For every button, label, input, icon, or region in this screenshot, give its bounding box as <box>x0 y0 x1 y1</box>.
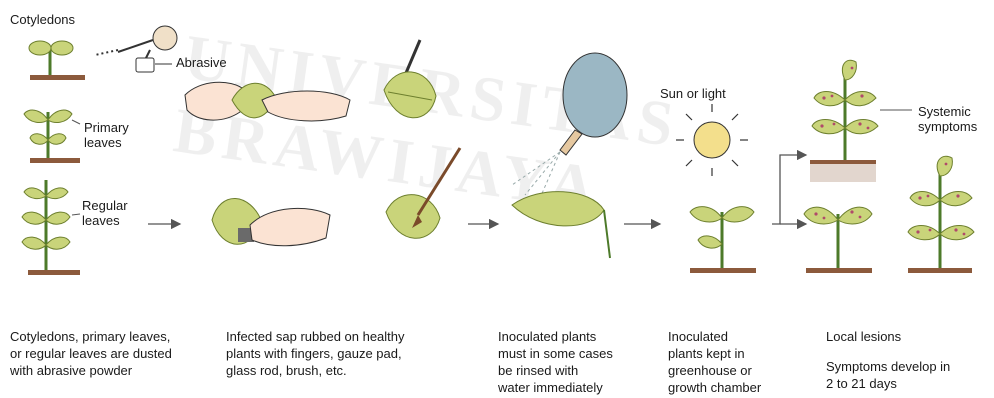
inoculated-plant <box>690 207 756 273</box>
cotyledon-plant <box>29 41 85 80</box>
caption-local-lesions: Local lesions <box>826 328 901 345</box>
local-lesion-plant <box>804 207 872 273</box>
hands-rubbing-leaf <box>185 82 350 121</box>
brush-leaf <box>386 148 460 238</box>
caption-dusting: Cotyledons, primary leaves, or regular l… <box>10 328 172 379</box>
gauze-pad-leaf <box>212 198 330 245</box>
label-primary-leaves: Primary leaves <box>84 120 129 150</box>
regular-leaves-plant <box>22 180 80 275</box>
systemic-plant-right <box>908 156 974 273</box>
caption-growth-chamber: Inoculated plants kept in greenhouse or … <box>668 328 761 396</box>
glass-rod-leaf <box>384 40 436 118</box>
sun-icon <box>676 104 748 176</box>
abrasive-sprayer <box>95 26 177 72</box>
primary-leaves-plant <box>24 110 80 163</box>
label-cotyledons: Cotyledons <box>10 12 75 27</box>
systemic-plant-top <box>810 60 912 182</box>
caption-rinsing: Inoculated plants must in some cases be … <box>498 328 613 396</box>
label-systemic-symptoms: Systemic symptoms <box>918 104 977 134</box>
rinsing-bulb <box>512 53 627 198</box>
caption-symptoms-develop: Symptoms develop in 2 to 21 days <box>826 358 950 392</box>
label-regular-leaves: Regular leaves <box>82 198 128 228</box>
label-abrasive: Abrasive <box>176 55 227 70</box>
label-sun-or-light: Sun or light <box>660 86 726 101</box>
branch-arrows <box>772 155 806 224</box>
caption-rubbing: Infected sap rubbed on healthy plants wi… <box>226 328 405 379</box>
rinsed-leaf <box>512 192 610 258</box>
